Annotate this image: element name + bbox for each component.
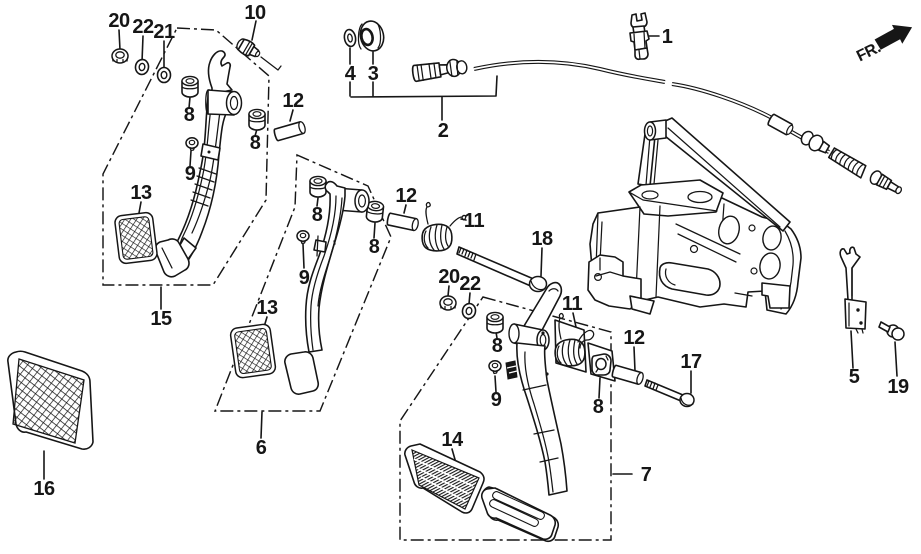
- svg-text:8: 8: [184, 104, 195, 126]
- svg-text:3: 3: [368, 63, 379, 85]
- svg-text:4: 4: [345, 63, 357, 85]
- svg-text:20: 20: [438, 266, 460, 288]
- svg-text:6: 6: [256, 437, 267, 459]
- svg-text:13: 13: [130, 182, 152, 204]
- svg-text:20: 20: [108, 10, 130, 32]
- svg-text:16: 16: [33, 478, 55, 500]
- svg-text:12: 12: [395, 185, 417, 207]
- svg-text:14: 14: [441, 429, 464, 451]
- svg-text:2: 2: [438, 120, 449, 142]
- svg-text:15: 15: [150, 308, 172, 330]
- svg-text:22: 22: [132, 16, 154, 38]
- svg-text:8: 8: [593, 396, 604, 418]
- svg-text:8: 8: [250, 132, 261, 154]
- svg-text:22: 22: [459, 273, 481, 295]
- svg-text:18: 18: [531, 228, 553, 250]
- svg-text:10: 10: [244, 2, 266, 24]
- svg-text:7: 7: [641, 464, 652, 486]
- svg-text:21: 21: [153, 21, 175, 43]
- svg-text:5: 5: [849, 366, 860, 388]
- svg-text:8: 8: [369, 236, 380, 258]
- svg-text:9: 9: [185, 163, 196, 185]
- svg-text:9: 9: [491, 389, 502, 411]
- svg-text:19: 19: [887, 376, 909, 398]
- svg-text:17: 17: [680, 351, 702, 373]
- svg-text:12: 12: [282, 90, 304, 112]
- svg-text:11: 11: [464, 210, 485, 232]
- svg-text:13: 13: [256, 297, 278, 319]
- svg-text:9: 9: [299, 267, 310, 289]
- svg-text:8: 8: [492, 335, 503, 357]
- svg-text:11: 11: [562, 293, 583, 315]
- svg-text:8: 8: [312, 204, 323, 226]
- svg-text:12: 12: [623, 327, 645, 349]
- svg-text:1: 1: [662, 26, 673, 48]
